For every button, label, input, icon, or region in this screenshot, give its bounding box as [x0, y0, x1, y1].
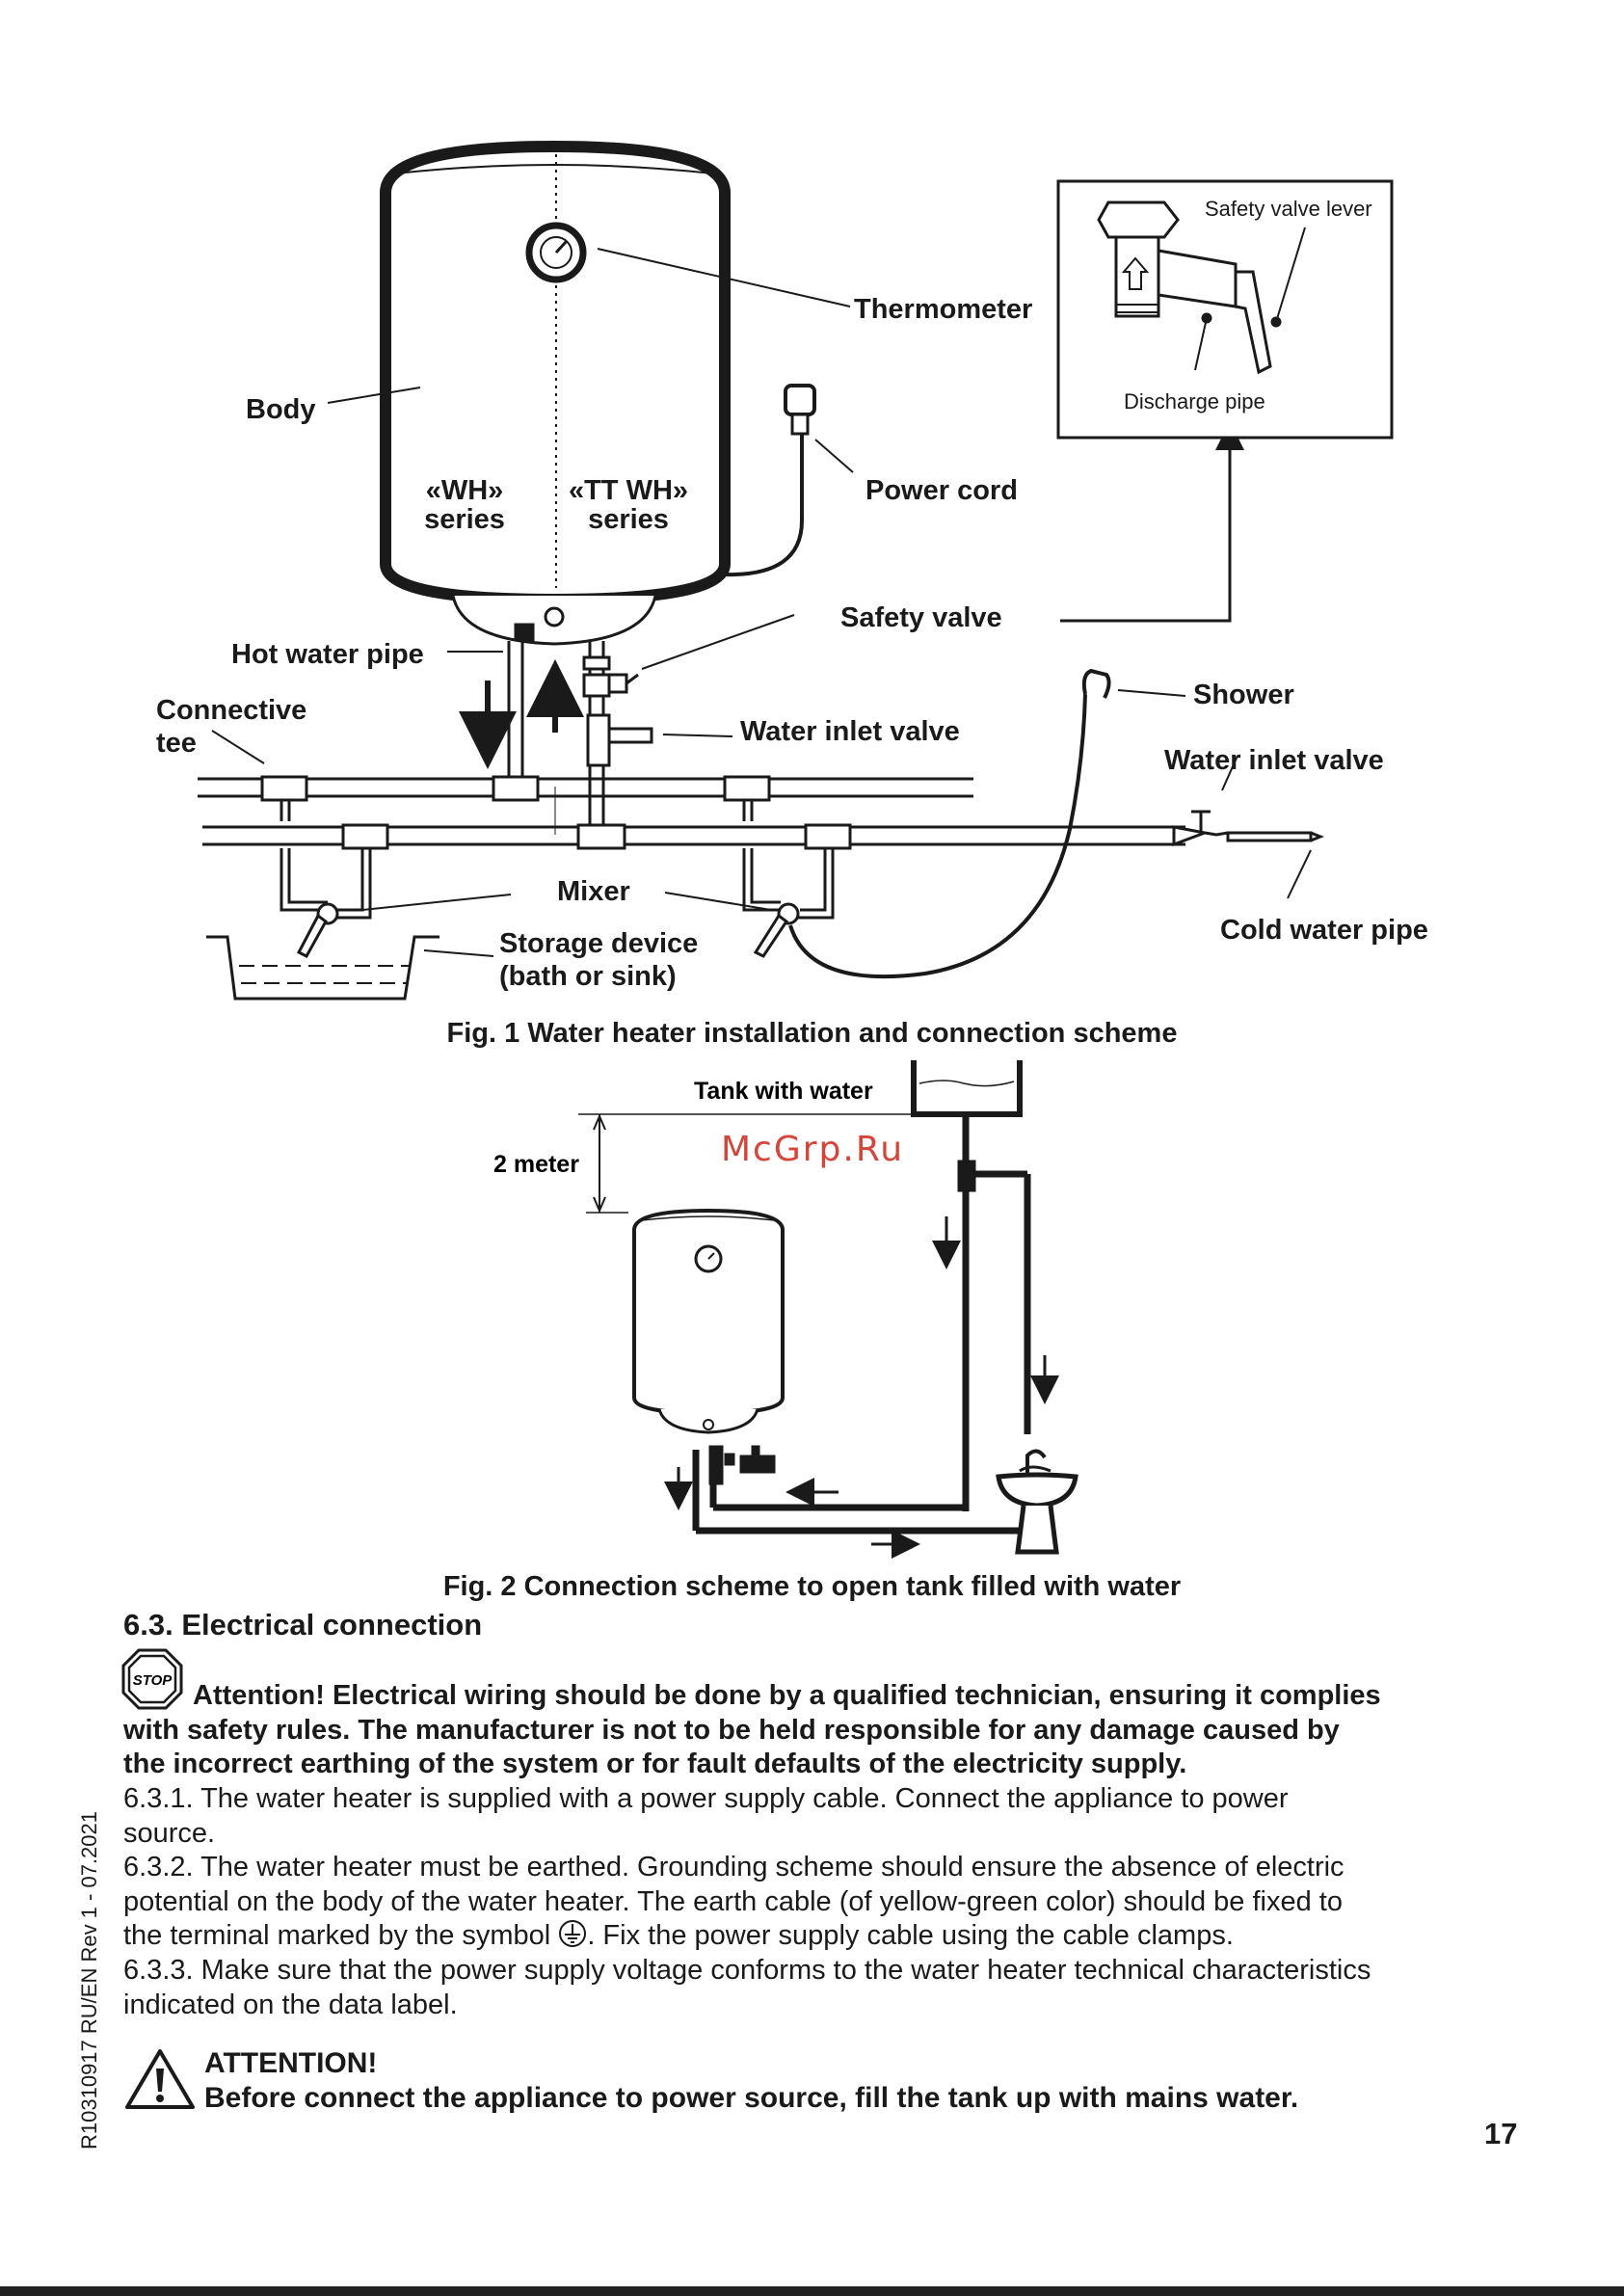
- wh-series-label-1: «WH»: [426, 475, 504, 506]
- tt-series-label-2: series: [588, 504, 669, 535]
- power-cord-icon: [724, 384, 816, 577]
- section-heading: 6.3. Electrical connection: [123, 1608, 483, 1642]
- open-tank-scheme-figure: Tank with water 2 meter McGrp.Ru: [493, 1060, 1078, 1559]
- connective-tee-label-1: Connective: [156, 695, 306, 726]
- wh-series-label-2: series: [424, 504, 505, 535]
- water-inlet-valve-label: Water inlet valve: [740, 716, 960, 747]
- earth-ground-icon: [559, 1920, 587, 1947]
- safety-valve-icon: [1097, 200, 1272, 375]
- discharge-pipe-label: Discharge pipe: [1124, 389, 1265, 414]
- stop-icon: STOP: [121, 1648, 183, 1710]
- warning-triangle-icon: [125, 2049, 195, 2109]
- document-code: R10310917 RU/EN Rev 1 - 07.2021: [77, 1811, 101, 2149]
- paragraph-6-3-3-line-1: 6.3.3. Make sure that the power supply v…: [123, 1955, 1371, 1986]
- tank-with-water-label: Tank with water: [694, 1078, 873, 1105]
- paragraph-6-3-3-line-2: indicated on the data label.: [123, 1989, 458, 2020]
- paragraph-6-3-1: 6.3.1. The water heater is supplied with…: [123, 1782, 1511, 1851]
- storage-device-label-1: Storage device: [499, 928, 698, 959]
- mixer-label: Mixer: [557, 876, 630, 907]
- small-heater-icon: [632, 1208, 785, 1416]
- figure-2-caption: Fig. 2 Connection scheme to open tank fi…: [442, 1571, 1182, 1602]
- paragraph-6-3-2-line-1: 6.3.2. The water heater must be earthed.…: [123, 1852, 1344, 1882]
- bottom-border: [0, 2286, 1624, 2296]
- installation-scheme-figure: Body «WH» series «TT WH» series Thermome…: [156, 140, 1428, 1001]
- washbasin-icon: [996, 1449, 1078, 1555]
- storage-sink-icon: [206, 935, 439, 1001]
- paragraph-6-3-1-line-1: 6.3.1. The water heater is supplied with…: [123, 1783, 1289, 1814]
- electrical-warning: Attention! Electrical wiring should be d…: [123, 1679, 1511, 1782]
- attention-title: ATTENTION!: [204, 2047, 378, 2079]
- paragraph-6-3-3: 6.3.3. Make sure that the power supply v…: [123, 1954, 1511, 2022]
- stop-icon-text: STOP: [133, 1672, 173, 1689]
- paragraph-6-3-2-line-2: potential on the body of the water heate…: [123, 1885, 1343, 1917]
- safety-valve-inset: [1056, 179, 1394, 440]
- body-label: Body: [246, 394, 316, 425]
- height-label: 2 meter: [493, 1151, 579, 1178]
- storage-device-label-2: (bath or sink): [499, 961, 677, 992]
- connective-tee-label-2: tee: [156, 728, 197, 759]
- watermark: McGrp.Ru: [721, 1130, 904, 1169]
- warning-line-2: with safety rules. The manufacturer is n…: [123, 1714, 1340, 1746]
- warning-line-3: the incorrect earthing of the system or …: [123, 1749, 1187, 1779]
- water-inlet-valve-label-2: Water inlet valve: [1164, 745, 1384, 776]
- safety-valve-lever-label: Safety valve lever: [1205, 197, 1372, 221]
- cold-water-pipe-label: Cold water pipe: [1220, 915, 1428, 946]
- paragraph-6-3-2-line-3: the terminal marked by the symbol . Fix …: [123, 1920, 1234, 1951]
- paragraph-6-3-1-line-2: source.: [123, 1817, 216, 1849]
- attention-body: Before connect the appliance to power so…: [204, 2082, 1299, 2114]
- figure-1-caption: Fig. 1 Water heater installation and con…: [446, 1018, 1178, 1049]
- thermometer-label: Thermometer: [854, 294, 1032, 325]
- power-cord-label: Power cord: [865, 475, 1018, 506]
- tt-series-label-1: «TT WH»: [569, 475, 688, 506]
- water-tank-icon: [911, 1060, 1023, 1117]
- paragraph-6-3-2: 6.3.2. The water heater must be earthed.…: [123, 1851, 1511, 1954]
- safety-valve-label: Safety valve: [840, 602, 1002, 633]
- hot-water-pipe-label: Hot water pipe: [231, 639, 424, 670]
- page-number: 17: [1484, 2117, 1518, 2150]
- warning-line-1: Attention! Electrical wiring should be d…: [193, 1680, 1381, 1711]
- thermometer-icon: [525, 222, 587, 283]
- shower-label: Shower: [1193, 680, 1294, 710]
